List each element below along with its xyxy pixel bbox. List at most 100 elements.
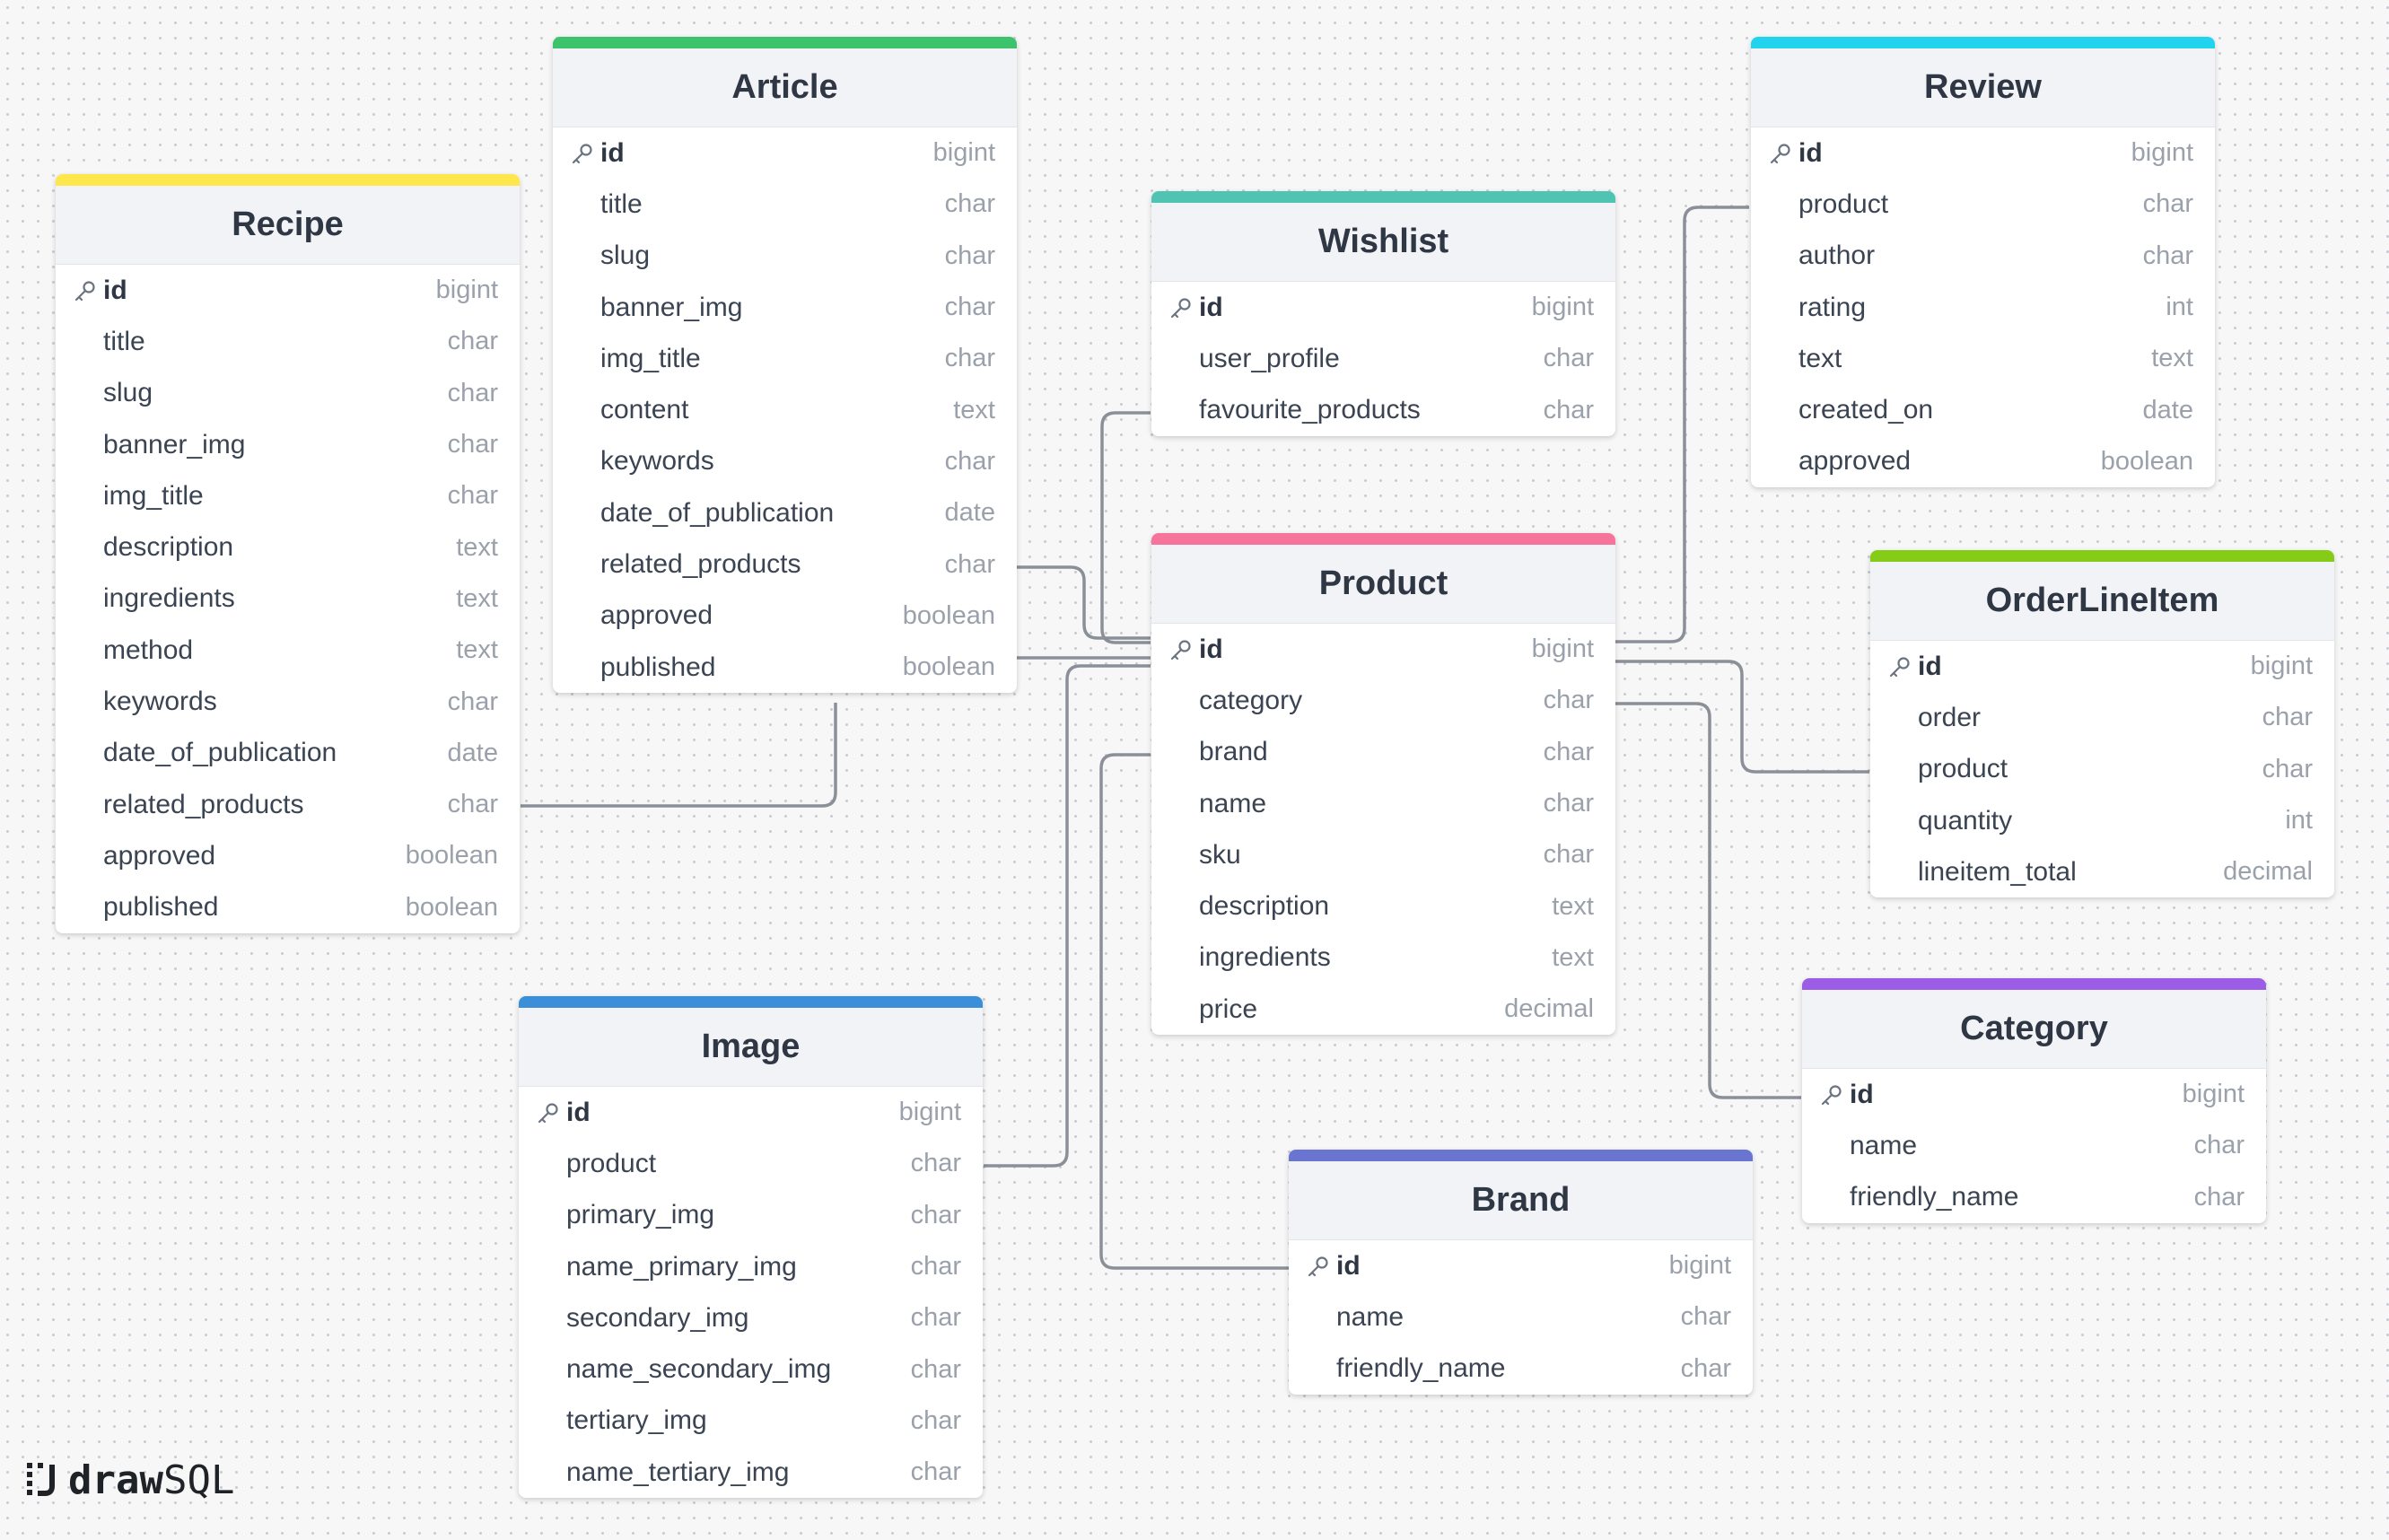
field-type: char bbox=[447, 687, 498, 716]
table-title[interactable]: Recipe bbox=[56, 186, 520, 265]
field-name: img_title bbox=[600, 343, 701, 373]
field-type: char bbox=[910, 1405, 961, 1435]
field-type: boolean bbox=[902, 600, 995, 630]
table-title[interactable]: Review bbox=[1751, 48, 2215, 127]
field-type: char bbox=[1543, 686, 1594, 715]
field-name: sku bbox=[1199, 839, 1241, 870]
table-title[interactable]: Brand bbox=[1289, 1161, 1753, 1240]
table-title[interactable]: Wishlist bbox=[1151, 203, 1615, 282]
table-accent bbox=[56, 174, 520, 186]
connector-orderlineitem-product bbox=[1615, 660, 1869, 774]
primary-key-icon bbox=[1888, 656, 1912, 678]
table-title[interactable]: Category bbox=[1802, 990, 2266, 1069]
field-name: content bbox=[600, 395, 689, 425]
table-accent bbox=[519, 996, 983, 1008]
field-name: ingredients bbox=[1199, 942, 1331, 973]
field-type: text bbox=[456, 583, 498, 613]
field-type: char bbox=[2193, 1182, 2245, 1212]
field-name: id bbox=[1850, 1079, 1874, 1109]
field-type: char bbox=[910, 1354, 961, 1384]
table-accent bbox=[1870, 550, 2334, 562]
field-type: char bbox=[447, 430, 498, 459]
table-title[interactable]: Product bbox=[1151, 545, 1615, 624]
table-title[interactable]: Image bbox=[519, 1008, 983, 1087]
field-type: char bbox=[944, 189, 995, 219]
table-title[interactable]: Article bbox=[553, 48, 1017, 127]
field-name: date_of_publication bbox=[103, 738, 337, 768]
table-title[interactable]: OrderLineItem bbox=[1870, 562, 2334, 641]
field-name: id bbox=[1199, 634, 1223, 664]
